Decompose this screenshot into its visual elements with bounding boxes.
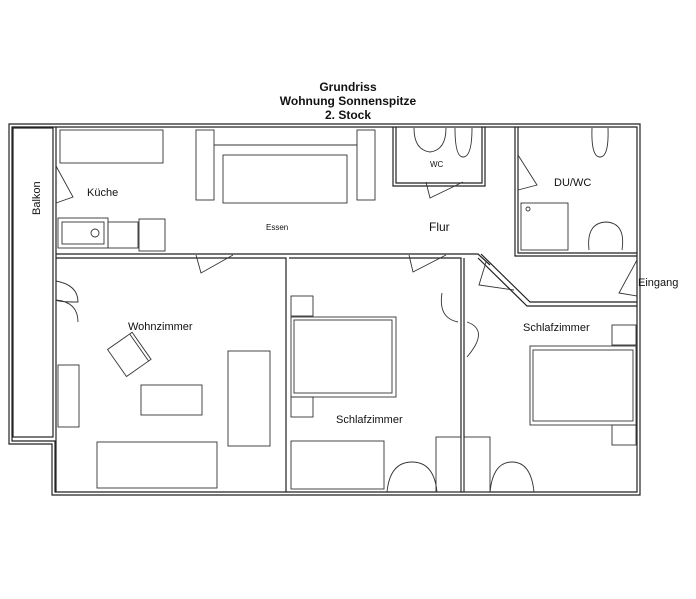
- label-wohnzimmer: Wohnzimmer: [128, 321, 193, 333]
- label-flur: Flur: [429, 220, 450, 234]
- bathroom-fixtures: [520, 127, 624, 251]
- label-balkon: Balkon: [31, 181, 43, 215]
- title-line-1: Grundriss: [319, 80, 377, 94]
- bedroom-1-furniture: [290, 292, 479, 493]
- interior-walls: [56, 127, 637, 492]
- dining-table: [195, 129, 376, 204]
- living-room-furniture: [57, 331, 271, 489]
- wc-fixtures: [413, 127, 473, 158]
- title-line-3: 2. Stock: [324, 108, 372, 122]
- doors: [55, 154, 638, 323]
- label-schlafzimmer-2: Schlafzimmer: [523, 322, 590, 334]
- label-essen: Essen: [266, 223, 288, 232]
- outer-walls: [8, 123, 641, 496]
- label-wc: WC: [430, 160, 444, 169]
- bedroom-2-furniture: [463, 324, 637, 493]
- title-line-2: Wohnung Sonnenspitze: [279, 94, 417, 108]
- label-kueche: Küche: [87, 187, 118, 199]
- balcony: [12, 127, 57, 492]
- kitchen-furniture: [57, 129, 166, 252]
- label-du-wc: DU/WC: [554, 177, 591, 189]
- label-schlafzimmer-1: Schlafzimmer: [336, 414, 403, 426]
- label-eingang: Eingang: [638, 277, 678, 289]
